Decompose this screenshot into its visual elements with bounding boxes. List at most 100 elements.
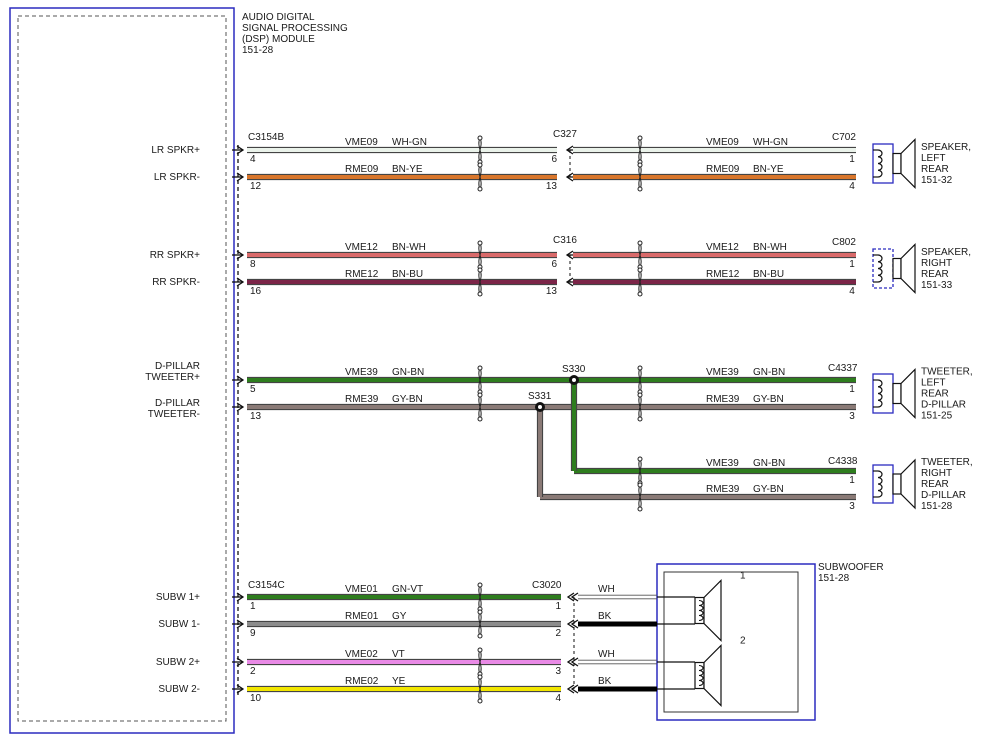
module-title-line-1: AUDIO DIGITAL bbox=[242, 12, 315, 23]
circuit-id: RME39 bbox=[706, 394, 740, 405]
wire-color-code: GN-BN bbox=[753, 458, 785, 469]
pin-function-label: TWEETER+ bbox=[145, 372, 200, 383]
speaker-name-line: TWEETER, bbox=[921, 457, 973, 468]
pin-number: 4 bbox=[849, 286, 855, 297]
twisted-pair-end bbox=[637, 416, 643, 422]
speaker-name-line: D-PILLAR bbox=[921, 490, 966, 501]
connector-label: C802 bbox=[832, 237, 856, 248]
twisted-pair-end bbox=[477, 267, 483, 273]
pin-number: 1 bbox=[849, 154, 855, 165]
twisted-pair-end bbox=[637, 267, 643, 273]
circuit-id: RME39 bbox=[345, 394, 379, 405]
pin-number: 3 bbox=[555, 666, 561, 677]
speaker-magnet bbox=[892, 473, 902, 495]
pin-number: 13 bbox=[546, 286, 558, 297]
module-title-line-2: SIGNAL PROCESSING bbox=[242, 23, 348, 34]
wire-color-code: WH-GN bbox=[392, 137, 427, 148]
pin-function-label: SUBW 1- bbox=[158, 619, 200, 630]
module-title-line-3: (DSP) MODULE bbox=[242, 34, 315, 45]
pin-number: 6 bbox=[551, 154, 557, 165]
speaker-symbol bbox=[872, 368, 916, 419]
twisted-pair-end bbox=[637, 291, 643, 297]
twisted-pair-end bbox=[477, 609, 483, 615]
pin-number: 3 bbox=[849, 501, 855, 512]
inline-connector-arrow bbox=[566, 684, 575, 694]
circuit-id: RME01 bbox=[345, 611, 379, 622]
wire-color-code: GN-BN bbox=[392, 367, 424, 378]
speaker-connector bbox=[872, 248, 894, 289]
twisted-pair-end bbox=[477, 698, 483, 704]
twisted-pair-end bbox=[477, 392, 483, 398]
wire-color-code: GN-BN bbox=[753, 367, 785, 378]
speaker-cone bbox=[900, 458, 916, 510]
circuit-id: VME39 bbox=[345, 367, 378, 378]
pin-number: 9 bbox=[250, 628, 256, 639]
speaker-cone bbox=[900, 243, 916, 294]
pin-number: 3 bbox=[849, 411, 855, 422]
pin-number: 13 bbox=[250, 411, 262, 422]
connector-label: C3020 bbox=[532, 580, 562, 591]
connector-label: C316 bbox=[553, 235, 577, 246]
subwoofer-coil bbox=[698, 599, 704, 622]
subwoofer-wire-color: WH bbox=[598, 649, 615, 660]
subwoofer-connector-arrow bbox=[570, 592, 579, 602]
wire-color-code: BN-WH bbox=[392, 242, 426, 253]
twisted-pair-end bbox=[637, 506, 643, 512]
wire-color-code: GN-VT bbox=[392, 584, 423, 595]
circuit-id: RME02 bbox=[345, 676, 379, 687]
pin-number: 4 bbox=[555, 693, 561, 704]
wire-color-code: BN-BU bbox=[392, 269, 423, 280]
wire-color-code: BN-YE bbox=[392, 164, 423, 175]
voice-coil bbox=[877, 254, 883, 283]
wire-color-code: BN-WH bbox=[753, 242, 787, 253]
wire-color-code: GY-BN bbox=[392, 394, 423, 405]
speaker-name-line: 151-32 bbox=[921, 175, 953, 186]
voice-coil bbox=[877, 149, 883, 178]
speaker-symbol bbox=[872, 243, 916, 294]
subwoofer-voice-coil-2: 2 bbox=[694, 636, 746, 707]
pin-function-label: D-PILLAR bbox=[155, 398, 200, 409]
pin-number: 1 bbox=[849, 384, 855, 395]
twisted-pair-end bbox=[637, 162, 643, 168]
wire-color-code: WH-GN bbox=[753, 137, 788, 148]
connector-label: C3154C bbox=[248, 580, 285, 591]
circuit-id: VME12 bbox=[345, 242, 378, 253]
circuit-id: VME01 bbox=[345, 584, 378, 595]
module-title-line-4: 151-28 bbox=[242, 45, 274, 56]
twisted-pair-end bbox=[477, 186, 483, 192]
subwoofer-cone bbox=[703, 579, 722, 642]
speaker-layer: SPEAKER,LEFTREAR151-32SPEAKER,RIGHTREAR1… bbox=[872, 138, 973, 512]
subwoofer-coil bbox=[698, 664, 704, 687]
pin-number: 1 bbox=[555, 601, 561, 612]
wire-color-code: VT bbox=[392, 649, 405, 660]
wire-color-code: GY-BN bbox=[753, 394, 784, 405]
twisted-pair-end bbox=[637, 365, 643, 371]
splice-center bbox=[572, 378, 576, 382]
pin-number: 4 bbox=[250, 154, 256, 165]
twisted-pair-end bbox=[477, 416, 483, 422]
subwoofer-voice-coil-1: 1 bbox=[694, 571, 746, 642]
twisted-pair-end bbox=[477, 240, 483, 246]
pin-number: 10 bbox=[250, 693, 262, 704]
twisted-pair-end bbox=[477, 162, 483, 168]
circuit-id: RME09 bbox=[706, 164, 740, 175]
speaker-name-line: REAR bbox=[921, 269, 949, 280]
subwoofer-cone bbox=[703, 644, 722, 707]
pin-function-label: SUBW 2+ bbox=[156, 657, 200, 668]
voice-coil-number: 2 bbox=[740, 636, 746, 647]
speaker-name-line: SPEAKER, bbox=[921, 142, 971, 153]
twisted-pair-end bbox=[477, 647, 483, 653]
pin-number: 1 bbox=[250, 601, 256, 612]
side-label-layer: LR SPKR+LR SPKR-RR SPKR+RR SPKR-D-PILLAR… bbox=[145, 145, 200, 695]
subwoofer-wire-color: BK bbox=[598, 676, 612, 687]
twisted-pair-end bbox=[477, 135, 483, 141]
pin-number: 5 bbox=[250, 384, 256, 395]
twisted-pair-end bbox=[637, 240, 643, 246]
pin-function-label: SUBW 1+ bbox=[156, 592, 200, 603]
speaker-name-line: RIGHT bbox=[921, 468, 952, 479]
speaker-name-line: LEFT bbox=[921, 378, 945, 389]
dsp-module-inner-box bbox=[17, 15, 227, 722]
twisted-pair-end bbox=[637, 482, 643, 488]
